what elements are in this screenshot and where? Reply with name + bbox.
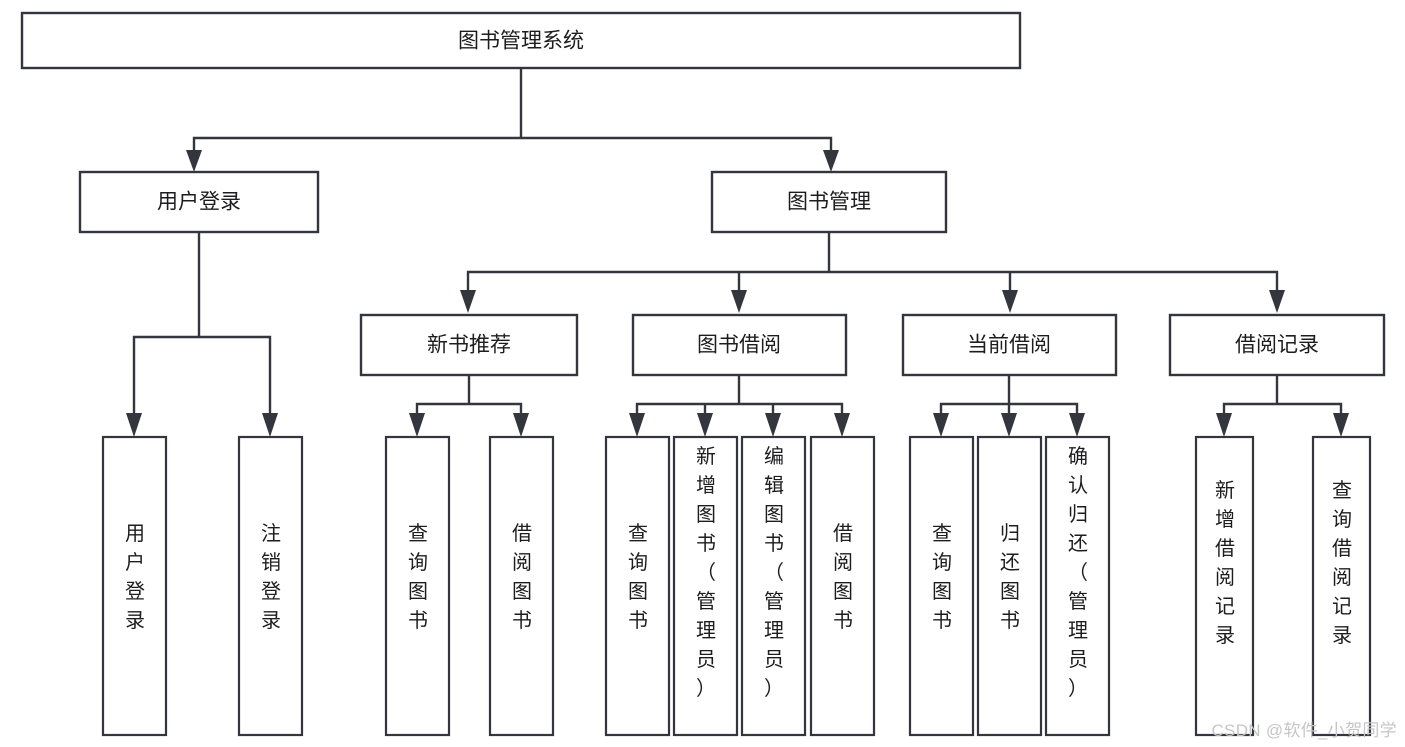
node-leaf-borrow-book-1-box[interactable] <box>488 435 555 737</box>
node-leaf-borrow-book-2-box[interactable] <box>809 435 876 737</box>
node-user-login-box[interactable] <box>78 170 320 234</box>
node-leaf-user-login[interactable]: 用户登录 <box>101 435 168 737</box>
connector-layer <box>126 66 1349 437</box>
node-leaf-add-record[interactable]: 新增借阅记录 <box>1194 435 1255 737</box>
arrowhead-borrow-record <box>1269 290 1285 313</box>
node-borrow-record-box[interactable] <box>1168 313 1386 377</box>
node-leaf-return-book-label: 归还图书 <box>1000 522 1020 632</box>
node-book-borrow-box[interactable] <box>631 313 848 377</box>
edge-currentborrow-bus <box>939 373 1079 417</box>
node-leaf-add-book-box[interactable] <box>672 435 739 737</box>
node-leaf-query-book-3-box[interactable] <box>908 435 975 737</box>
node-book-manage-label: 图书管理 <box>787 191 871 214</box>
node-leaf-query-book-3-label: 查询图书 <box>932 522 952 632</box>
node-leaf-query-record[interactable]: 查询借阅记录 <box>1311 435 1372 737</box>
edge-newbookrec-bus <box>415 373 523 417</box>
node-leaf-user-login-label: 用户登录 <box>125 523 145 632</box>
node-root-label: 图书管理系统 <box>458 30 584 53</box>
node-book-borrow-label: 图书借阅 <box>697 334 781 357</box>
arrowhead-user-login <box>186 150 202 172</box>
node-leaf-query-book-2[interactable]: 查询图书 <box>604 435 671 737</box>
arrowhead-book-manage <box>823 150 839 172</box>
arrowhead-leaf-query-book-3 <box>933 413 949 437</box>
arrowhead-book-borrow <box>731 290 747 313</box>
node-book-borrow[interactable]: 图书借阅 <box>631 313 848 377</box>
node-new-book-rec-label: 新书推荐 <box>427 334 511 357</box>
node-user-login-label: 用户登录 <box>157 191 241 214</box>
edge-userlogin-bus <box>132 230 272 417</box>
edge-root-bus <box>192 66 833 154</box>
node-leaf-borrow-book-1[interactable]: 借阅图书 <box>488 435 555 737</box>
csdn-watermark: CSDN @软件_小贺同学 <box>1211 721 1397 740</box>
node-leaf-return-book[interactable]: 归还图书 <box>976 435 1043 737</box>
edge-bookborrow-bus <box>635 373 844 417</box>
node-leaf-add-record-label: 新增借阅记录 <box>1215 479 1235 647</box>
node-leaf-add-book-label: 新增图书（管理员） <box>696 445 716 700</box>
node-leaf-edit-book-label: 编辑图书（管理员） <box>764 445 784 700</box>
node-book-manage-box[interactable] <box>710 170 948 234</box>
arrowhead-leaf-user-login <box>126 413 142 437</box>
node-leaf-edit-book-box[interactable] <box>740 435 807 737</box>
arrowhead-leaf-borrow-book-1 <box>513 413 529 437</box>
node-leaf-logout-label: 注销登录 <box>261 522 281 632</box>
node-leaf-user-login-box[interactable] <box>101 435 168 737</box>
arrowhead-leaf-borrow-book-2 <box>834 413 850 437</box>
node-leaf-edit-book[interactable]: 编辑图书（管理员） <box>740 435 807 737</box>
node-book-manage[interactable]: 图书管理 <box>710 170 948 234</box>
arrowhead-leaf-confirm-return <box>1069 413 1085 437</box>
node-leaf-query-record-box[interactable] <box>1311 435 1372 737</box>
node-leaf-confirm-return-label: 确认归还（管理员） <box>1068 445 1088 700</box>
arrowhead-leaf-query-record <box>1333 413 1349 437</box>
arrowhead-new-book-rec <box>460 290 476 313</box>
node-leaf-query-book-1[interactable]: 查询图书 <box>384 435 451 737</box>
node-new-book-rec-box[interactable] <box>359 313 579 377</box>
node-borrow-record[interactable]: 借阅记录 <box>1168 313 1386 377</box>
node-leaf-borrow-book-2[interactable]: 借阅图书 <box>809 435 876 737</box>
arrowhead-leaf-add-book <box>697 413 713 437</box>
arrowhead-leaf-query-book-1 <box>409 413 425 437</box>
node-leaf-query-record-label: 查询借阅记录 <box>1332 479 1352 647</box>
arrowhead-leaf-logout <box>262 413 278 437</box>
node-leaf-confirm-return[interactable]: 确认归还（管理员） <box>1044 435 1111 737</box>
arrowhead-leaf-query-book-2 <box>629 413 645 437</box>
node-leaf-logout-box[interactable] <box>237 435 304 737</box>
arrowhead-leaf-add-record <box>1216 413 1232 437</box>
node-leaf-query-book-1-label: 查询图书 <box>408 522 428 632</box>
node-leaf-logout[interactable]: 注销登录 <box>237 435 304 737</box>
node-leaf-query-book-3[interactable]: 查询图书 <box>908 435 975 737</box>
node-current-borrow-box[interactable] <box>901 313 1118 377</box>
node-leaf-query-book-2-box[interactable] <box>604 435 671 737</box>
node-leaf-query-book-1-box[interactable] <box>384 435 451 737</box>
node-leaf-add-record-box[interactable] <box>1194 435 1255 737</box>
arrowhead-leaf-return-book <box>1001 413 1017 437</box>
node-current-borrow[interactable]: 当前借阅 <box>901 313 1118 377</box>
node-user-login[interactable]: 用户登录 <box>78 170 320 234</box>
node-leaf-borrow-book-2-label: 借阅图书 <box>833 522 853 632</box>
node-new-book-rec[interactable]: 新书推荐 <box>359 313 579 377</box>
edge-bookmanage-bus <box>466 230 1279 294</box>
node-root[interactable]: 图书管理系统 <box>20 11 1022 70</box>
arrowhead-current-borrow <box>1002 290 1018 313</box>
node-borrow-record-label: 借阅记录 <box>1235 334 1319 357</box>
node-leaf-confirm-return-box[interactable] <box>1044 435 1111 737</box>
node-leaf-query-book-2-label: 查询图书 <box>628 522 648 632</box>
edge-borrowrecord-bus <box>1222 373 1343 417</box>
node-current-borrow-label: 当前借阅 <box>967 334 1051 357</box>
node-root-box[interactable] <box>20 11 1022 70</box>
node-leaf-borrow-book-1-label: 借阅图书 <box>512 522 532 632</box>
node-leaf-add-book[interactable]: 新增图书（管理员） <box>672 435 739 737</box>
node-leaf-return-book-box[interactable] <box>976 435 1043 737</box>
arrowhead-leaf-edit-book <box>765 413 781 437</box>
